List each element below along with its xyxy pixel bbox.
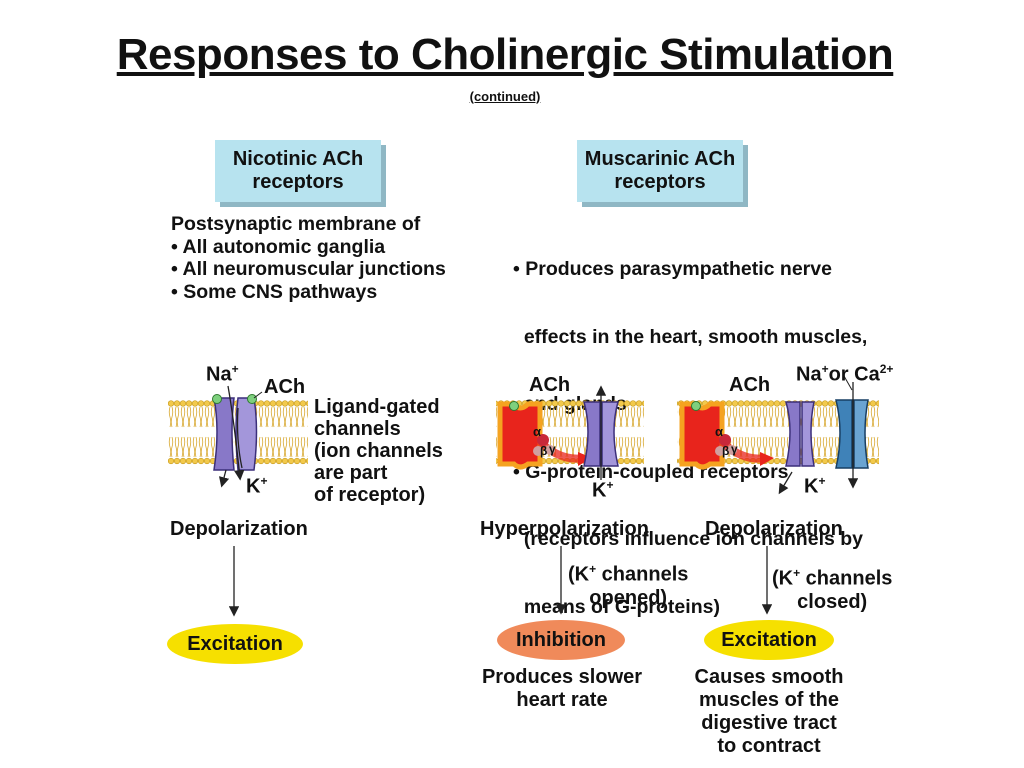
nicotinic-effect: Depolarization (170, 518, 308, 540)
result-line: Causes smooth (694, 666, 844, 688)
ligand-line: of receptor) (314, 484, 426, 506)
muscarinic-left-receptor (497, 385, 619, 480)
nicotinic-header-line2: receptors (252, 171, 344, 193)
nicotinic-outcome-oval: Excitation (167, 624, 303, 664)
nicotinic-header-line1: Nicotinic ACh (232, 148, 364, 170)
gprotein-alpha-left: α (533, 424, 541, 439)
muscarinic-description: • Produces parasympathetic nerve effects… (513, 213, 867, 641)
nicotinic-description: Postsynaptic membrane of • All autonomic… (171, 213, 446, 303)
muscarinic-desc-line: means of G-proteins) (513, 595, 720, 618)
muscarinic-right-outcome-oval: Excitation (704, 620, 834, 660)
muscarinic-left-effect: Hyperpolarization (480, 518, 649, 540)
muscarinic-right-channel-note: (K+ channels closed) (772, 566, 893, 613)
gprotein-beta-left: β (540, 444, 548, 458)
nicotinic-channel (212, 385, 263, 488)
page-subtitle: (continued) (469, 89, 541, 104)
muscarinic-header-line2: receptors (614, 171, 706, 193)
muscarinic-left-k-label: K+ (592, 478, 614, 502)
muscarinic-left-channel-note: (K+ channels opened) (568, 562, 689, 609)
muscarinic-desc-line: (receptors influence ion channels by (513, 528, 864, 550)
result-line: heart rate (516, 689, 608, 711)
ligand-line: channels (314, 418, 401, 440)
nicotinic-desc-line: • All neuromuscular junctions (171, 258, 446, 280)
ligand-gated-note: Ligand-gated channels (ion channels are … (314, 396, 443, 506)
gprotein-gamma-right: γ (731, 442, 738, 456)
gprotein-beta-right: β (722, 444, 730, 458)
muscarinic-desc-line: • Produces parasympathetic nerve (513, 258, 832, 280)
page-title: Responses to Cholinergic Stimulation (116, 30, 894, 79)
nicotinic-header: Nicotinic ACh receptors (215, 140, 381, 202)
nicotinic-desc-line: • All autonomic ganglia (171, 235, 386, 258)
muscarinic-header-line1: Muscarinic ACh (584, 148, 736, 170)
ca-channel (835, 375, 869, 489)
nicotinic-desc-line: • Some CNS pathways (171, 280, 378, 303)
result-line: Produces slower (481, 666, 643, 688)
result-line: muscles of the (698, 689, 840, 711)
muscarinic-left-result: Produces slower heart rate (474, 666, 650, 712)
muscarinic-header: Muscarinic ACh receptors (577, 140, 743, 202)
muscarinic-right-receptor (679, 401, 815, 495)
ligand-line: (ion channels (314, 440, 443, 462)
muscarinic-right-k-label: K+ (804, 474, 826, 498)
gprotein-alpha-right: α (715, 424, 723, 439)
muscarinic-desc-line: effects in the heart, smooth muscles, (513, 325, 868, 348)
muscarinic-left-ach-label: ACh (529, 374, 571, 396)
muscarinic-right-ach-label: ACh (729, 374, 771, 396)
nicotinic-ach-label: ACh (264, 376, 306, 398)
nicotinic-k-label: K+ (246, 474, 268, 498)
nicotinic-desc-line: Postsynaptic membrane of (171, 213, 421, 235)
muscarinic-right-effect: Depolarization (705, 518, 843, 540)
muscarinic-right-result: Causes smooth muscles of the digestive t… (684, 666, 854, 758)
nicotinic-na-label: Na+ (206, 362, 239, 386)
ligand-line: Ligand-gated (314, 396, 440, 418)
muscarinic-left-outcome-oval: Inhibition (497, 620, 625, 660)
result-line: to contract (717, 735, 821, 757)
muscarinic-right-ion-label: Na+or Ca2+ (796, 362, 894, 386)
result-line: digestive tract (701, 712, 837, 734)
ligand-line: are part (314, 462, 388, 484)
gprotein-gamma-left: γ (549, 442, 556, 456)
